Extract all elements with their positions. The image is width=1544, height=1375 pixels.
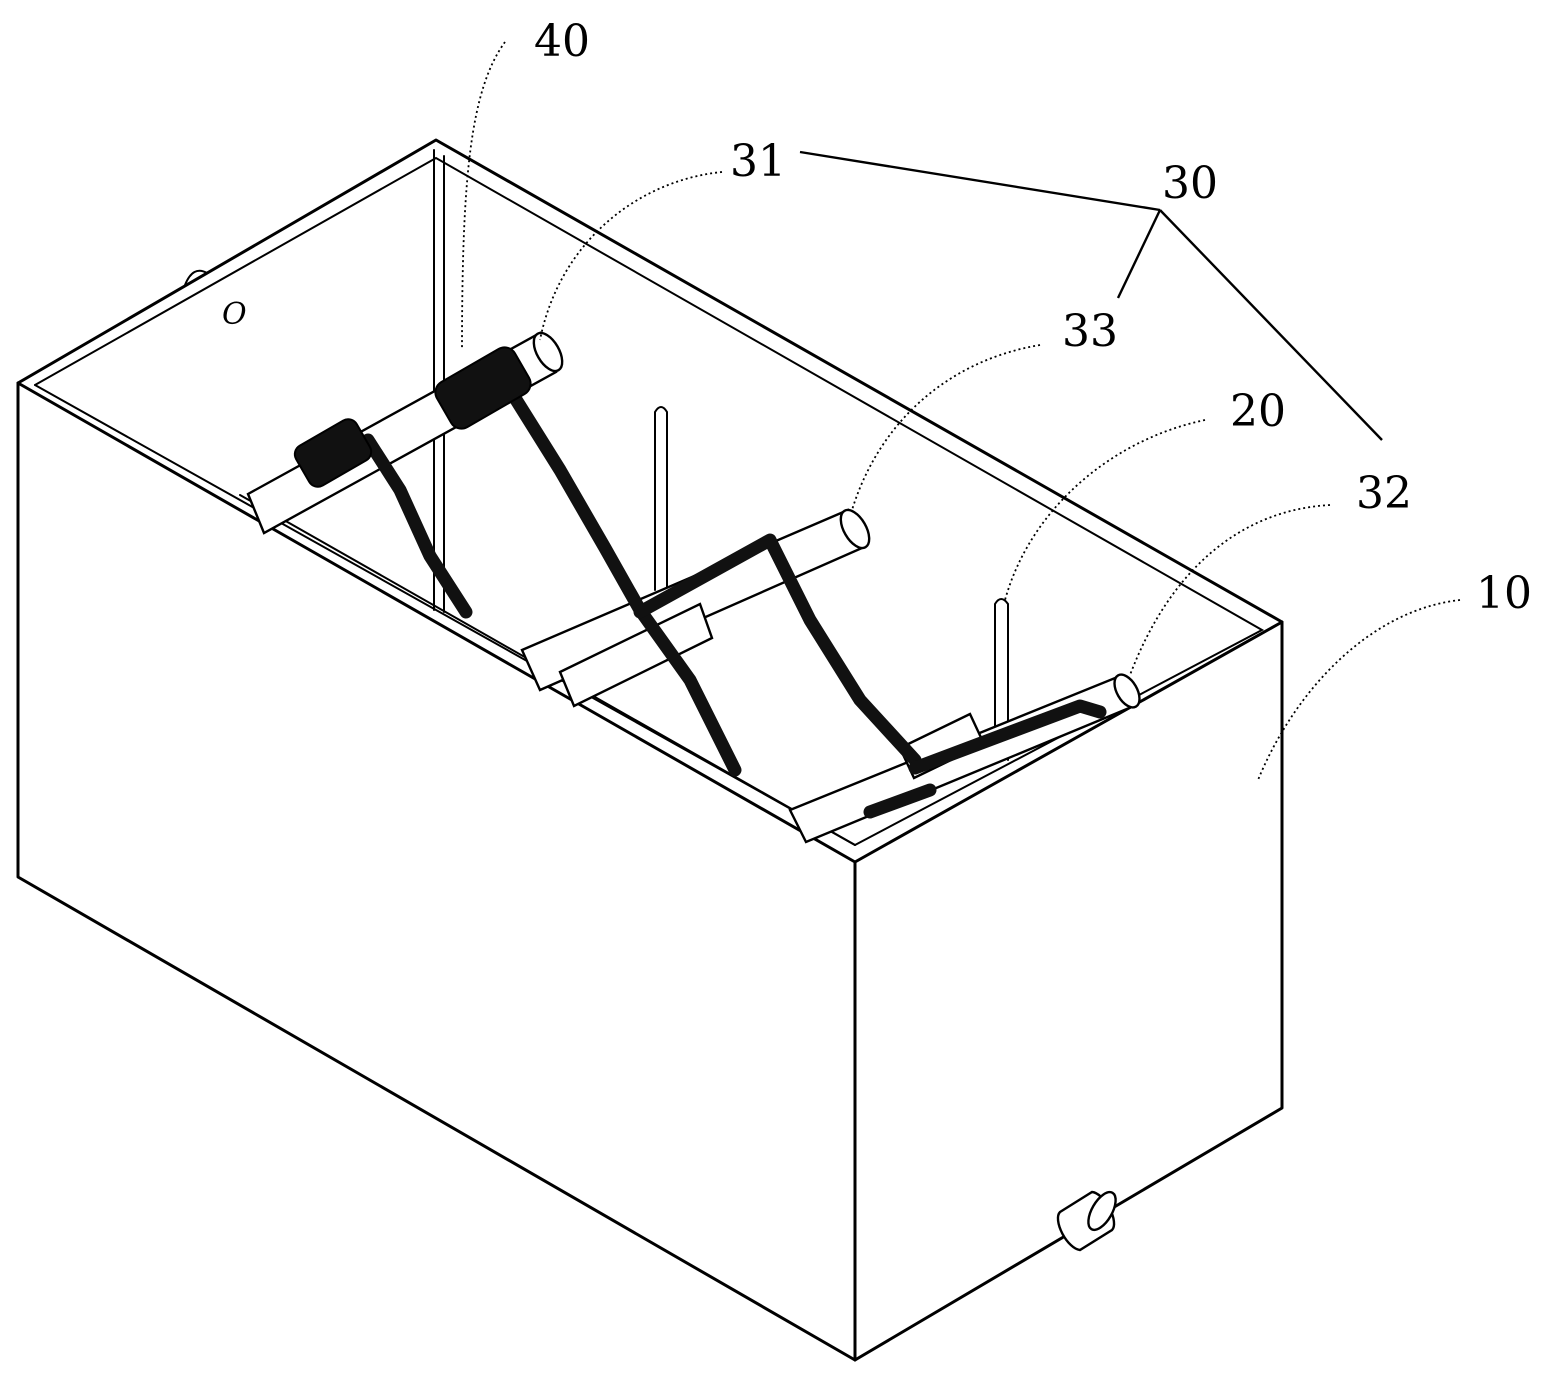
leader-10 xyxy=(1257,599,1461,781)
leader-32 xyxy=(1129,504,1331,676)
leader-30-to-32 xyxy=(1159,209,1383,441)
rim-knob xyxy=(184,269,208,286)
side-mark: O xyxy=(222,297,247,332)
bushings xyxy=(293,346,532,488)
middle-shaft xyxy=(520,508,871,708)
leader-30-to-31 xyxy=(799,150,1161,212)
leader-33 xyxy=(851,344,1041,511)
leader-20 xyxy=(1004,419,1206,601)
tank-rim-back-left xyxy=(16,138,1284,624)
bushing-1 xyxy=(293,418,373,488)
paddle-2 xyxy=(503,383,742,777)
leader-31 xyxy=(539,171,723,341)
leader-40 xyxy=(461,41,506,351)
tank-front-face xyxy=(16,381,857,1362)
reference-labels: 40 31 30 33 20 32 10 xyxy=(534,16,1532,619)
outlet-pipe xyxy=(1056,1190,1117,1252)
leader-lines xyxy=(461,41,1461,781)
baffle-plate-1 xyxy=(654,406,668,591)
label-20: 20 xyxy=(1230,386,1286,437)
label-31: 31 xyxy=(730,136,786,187)
paddle-3 xyxy=(633,533,922,767)
paddle-5 xyxy=(863,783,937,819)
label-33: 33 xyxy=(1062,306,1118,357)
label-40: 40 xyxy=(534,16,590,67)
end-shaft xyxy=(788,673,1141,844)
label-32: 32 xyxy=(1356,468,1412,519)
paddle-4 xyxy=(908,699,1107,775)
label-10: 10 xyxy=(1476,568,1532,619)
stirring-paddles xyxy=(361,383,1107,819)
bushing-2 xyxy=(434,346,532,430)
paddle-1 xyxy=(361,433,473,619)
leader-30-to-33 xyxy=(1116,209,1162,299)
label-30: 30 xyxy=(1162,158,1218,209)
